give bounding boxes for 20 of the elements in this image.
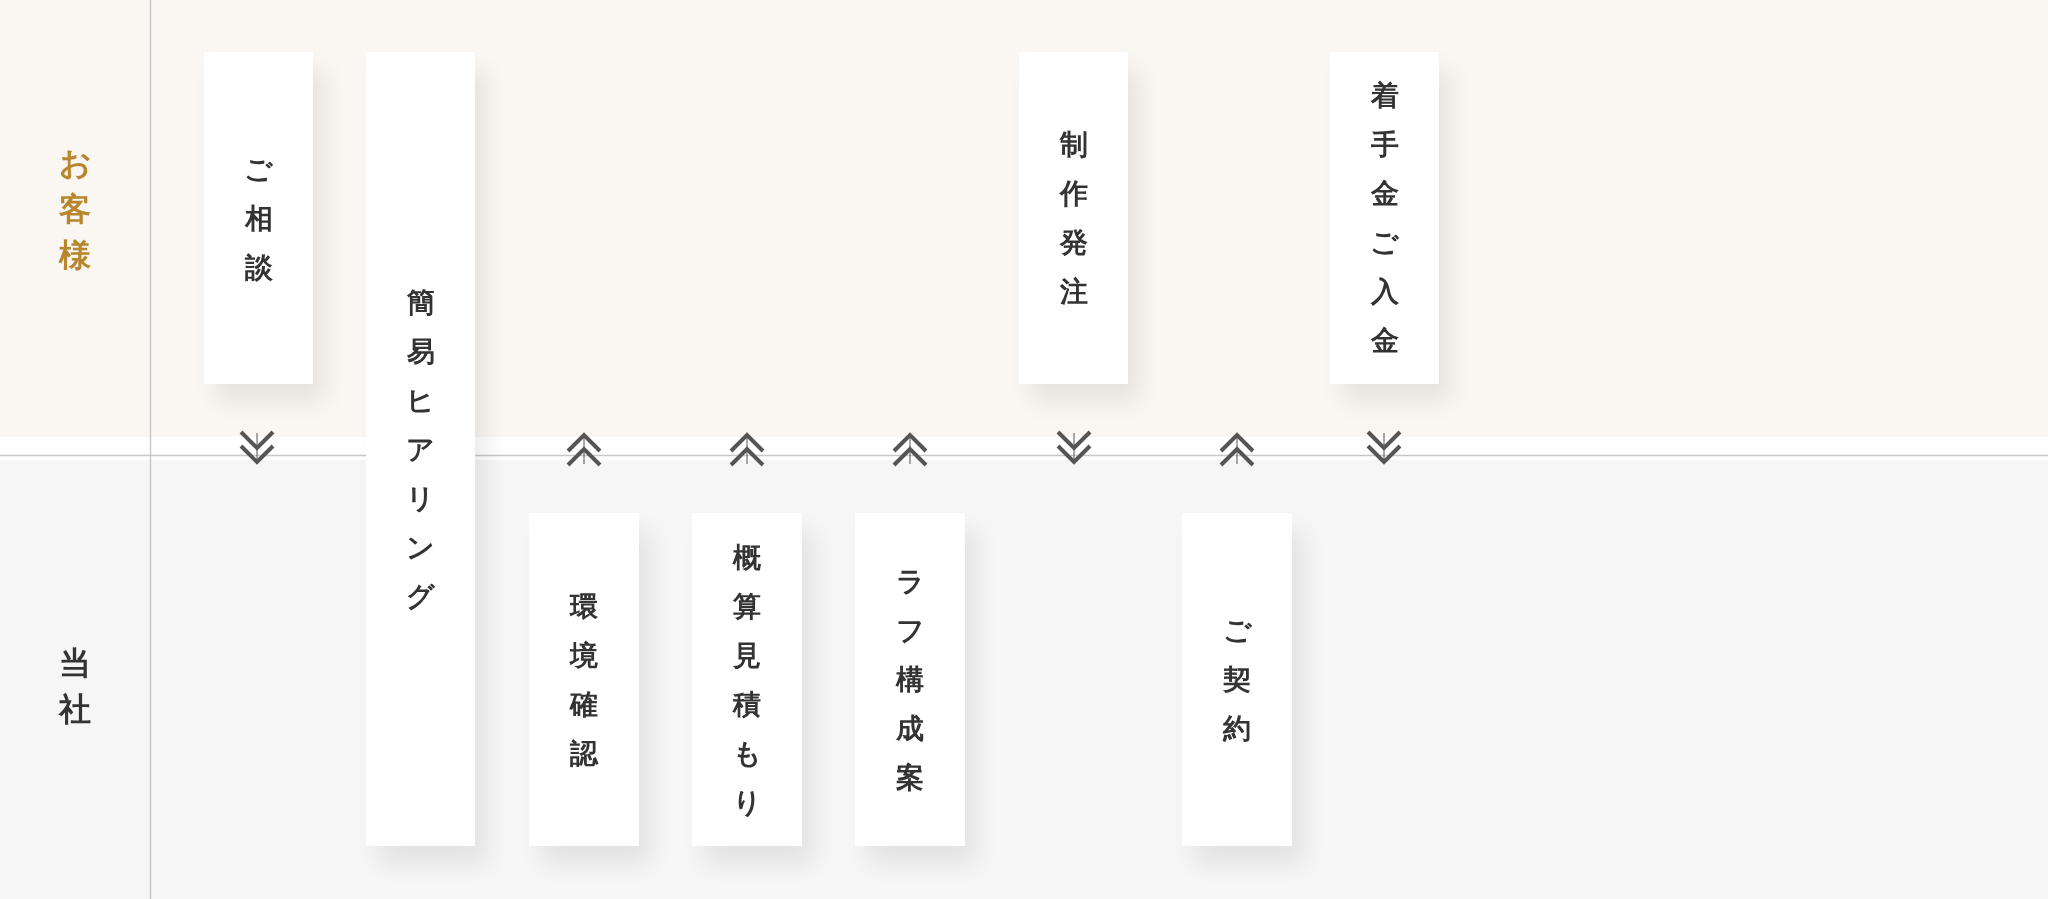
step-label: 概算見積もり [731, 539, 763, 821]
lane-label: 当社 [57, 643, 92, 730]
step-card [1019, 52, 1128, 384]
step-card [366, 52, 475, 846]
swimlane-band [0, 460, 2048, 899]
step-label: 環境確認 [568, 588, 600, 772]
step-card [1182, 513, 1292, 846]
step-label: 制作発注 [1058, 127, 1089, 310]
step-label: ご契約 [1221, 613, 1253, 747]
step-label: 簡易ヒアリング [405, 284, 436, 615]
step-label: 着手金ご入金 [1369, 78, 1400, 359]
step-card [855, 513, 965, 846]
step-card [1330, 52, 1439, 384]
lane-label: お客様 [57, 143, 93, 276]
step-card [529, 513, 639, 846]
step-card [692, 513, 802, 846]
step-label: ご相談 [243, 151, 274, 286]
step-label: ラフ構成案 [894, 564, 926, 796]
swimlane-band [0, 0, 2048, 437]
step-card [204, 52, 313, 384]
